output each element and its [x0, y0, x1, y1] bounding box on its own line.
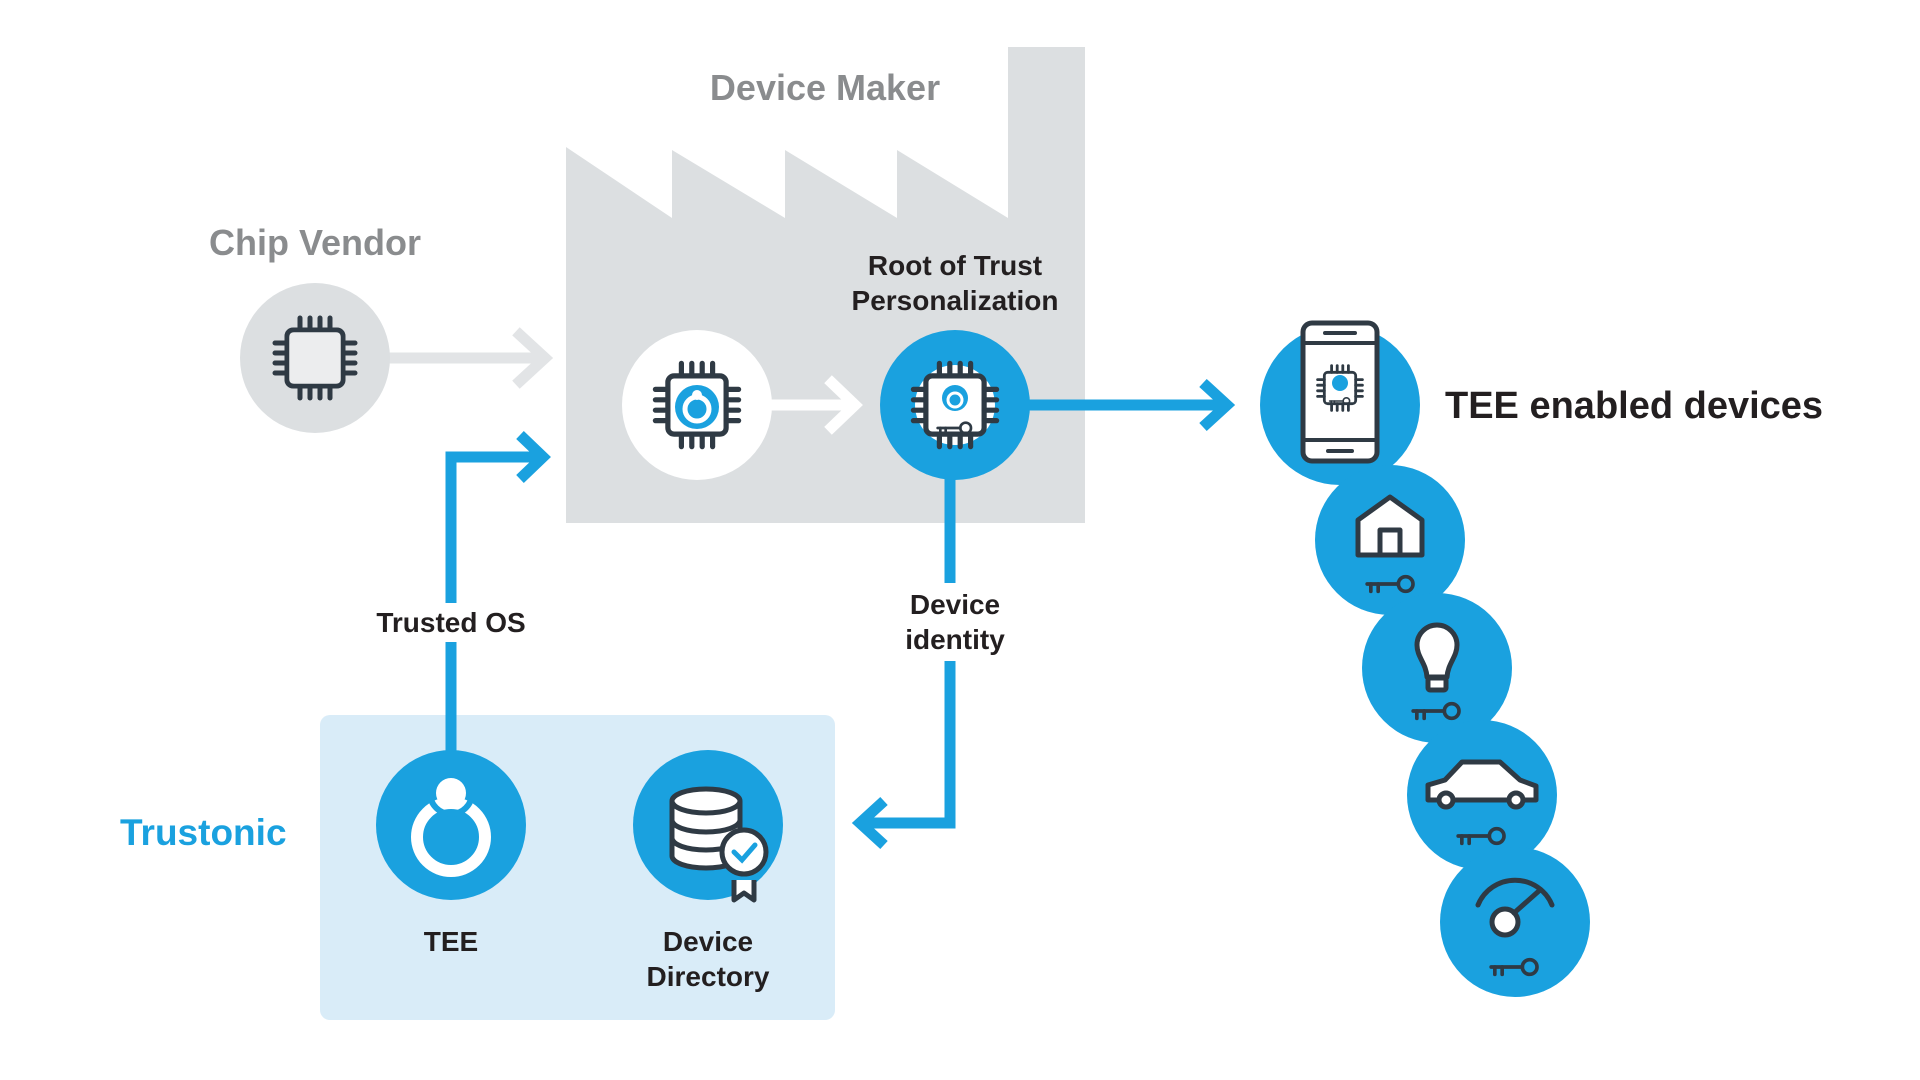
tee-label: TEE [423, 926, 479, 957]
car-node [1407, 720, 1557, 870]
phone-node [1260, 320, 1420, 485]
house-key-icon [1355, 494, 1425, 558]
tee-enabled-devices-title: TEE enabled devices [1445, 385, 1824, 427]
trusted-os-label: Trusted OS [370, 603, 532, 642]
meter-node [1440, 847, 1590, 997]
arrow-chip-to-factory [374, 327, 554, 389]
root-of-trust-line2: Personalization [851, 285, 1059, 316]
meter-key-icon [1475, 877, 1555, 938]
tee-chip-node [622, 330, 772, 480]
tee-node [376, 750, 526, 900]
car-key-icon [1425, 759, 1539, 810]
device-directory-line1: Device [662, 926, 754, 957]
arrow-trusted-os-head [516, 431, 551, 483]
arrow-device-identity-head [851, 796, 888, 850]
device-directory-label: Device Directory [647, 924, 770, 994]
device-directory-node [633, 750, 783, 903]
lightbulb-key-icon [1414, 622, 1460, 693]
device-identity-line2: identity [905, 624, 1005, 655]
chip-vendor-node [240, 283, 390, 433]
tee-logo-icon [411, 769, 491, 877]
root-of-trust-title: Root of Trust Personalization [852, 248, 1059, 318]
arrow-trusted-os [445, 451, 540, 752]
lightbulb-node [1362, 593, 1512, 743]
device-directory-line2: Directory [646, 961, 770, 992]
device-maker-title: Device Maker [709, 67, 941, 108]
device-identity-line1: Device [909, 589, 1001, 620]
root-of-trust-node [880, 330, 1030, 480]
arrow-to-devices-head [1199, 378, 1236, 432]
smartphone-icon [1300, 320, 1380, 464]
device-identity-label: Device identity [899, 583, 1011, 661]
root-of-trust-line1: Root of Trust [867, 250, 1043, 281]
arrow-chip-to-personalization [754, 375, 863, 435]
chip-vendor-title: Chip Vendor [208, 222, 422, 263]
database-certified-icon [669, 786, 769, 903]
trustonic-title: Trustonic [120, 812, 287, 853]
house-node [1315, 465, 1465, 615]
